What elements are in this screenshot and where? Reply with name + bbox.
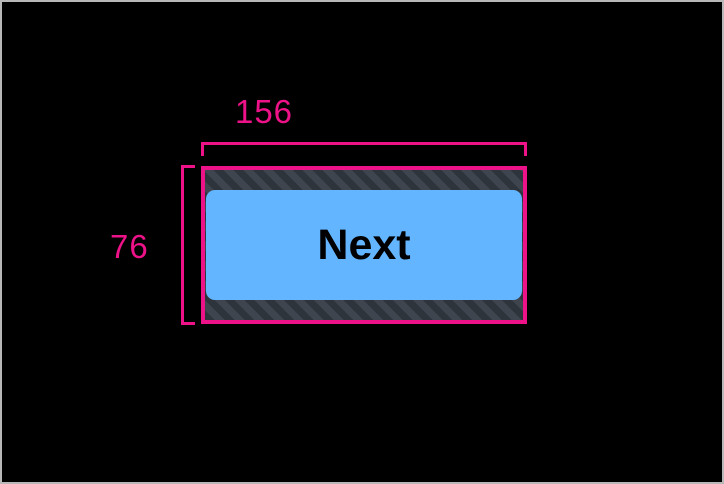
next-button-with-padding[interactable]: Next — [205, 170, 523, 320]
width-dimension-label: 156 — [2, 93, 722, 130]
width-dimension-bracket — [201, 142, 527, 156]
padding-band-bottom — [205, 300, 523, 320]
element-bounding-box — [201, 166, 527, 324]
width-dimension-value: 156 — [234, 93, 294, 130]
height-dimension-label: 76 — [110, 228, 149, 265]
height-dimension-bracket — [181, 165, 195, 325]
padding-band-top — [205, 170, 523, 190]
next-button[interactable]: Next — [206, 190, 522, 300]
